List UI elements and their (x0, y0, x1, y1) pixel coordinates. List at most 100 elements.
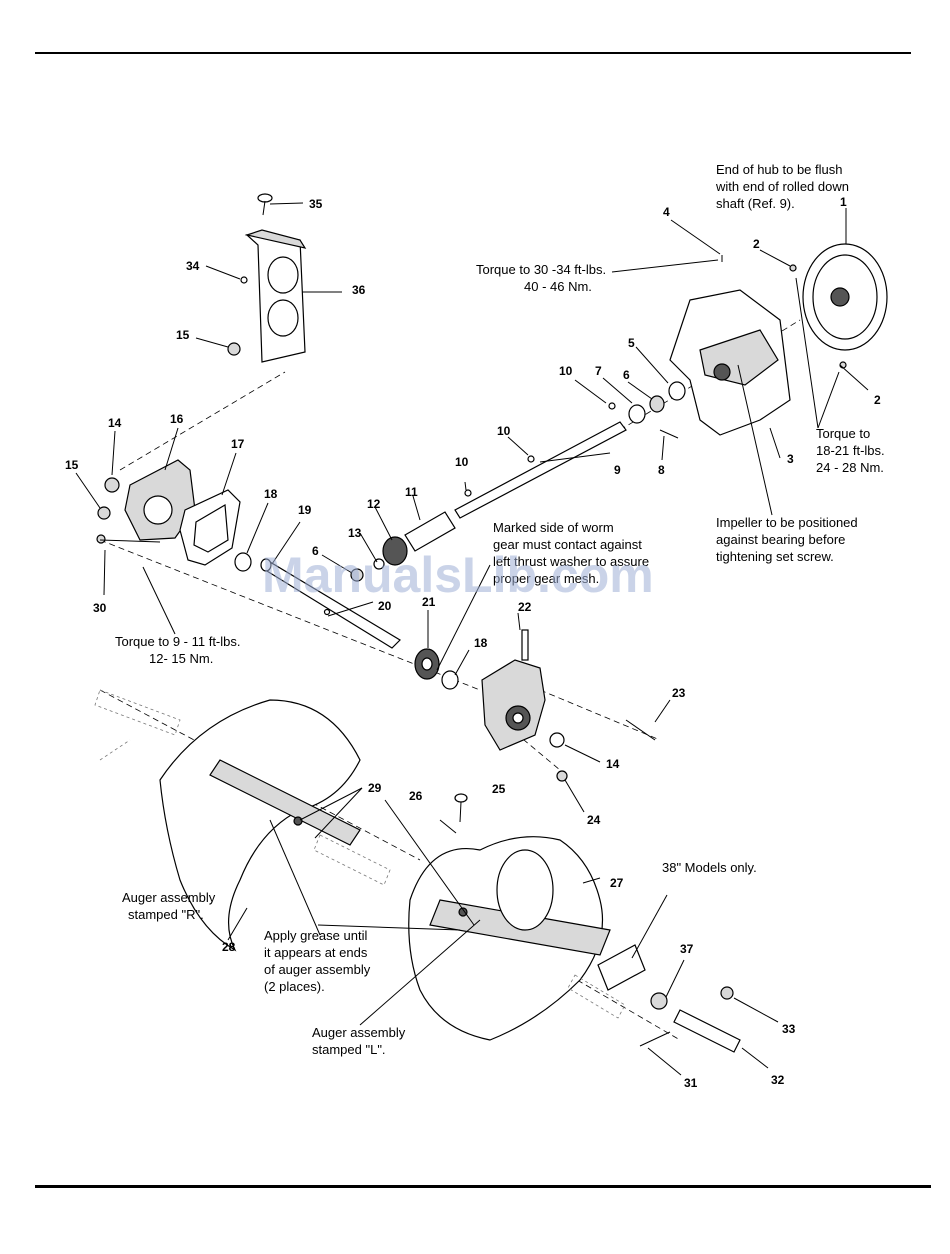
note-worm-gear-line-3: left thrust washer to assure (493, 554, 649, 569)
note-torque-18-line-3: 24 - 28 Nm. (816, 460, 884, 475)
part-10-key-middle (527, 455, 535, 463)
ref-33: 33 (782, 1022, 796, 1036)
ref-36: 36 (352, 283, 366, 297)
ghost-shaft-right (567, 974, 626, 1019)
ref-20: 20 (378, 599, 392, 613)
note-auger-l: Auger assembly stamped "L". (312, 1025, 406, 1057)
note-torque-9-line-2: 12- 15 Nm. (149, 651, 213, 666)
part-34-washer (240, 276, 248, 284)
note-torque-30: Torque to 30 -34 ft-lbs. 40 - 46 Nm. (476, 262, 606, 294)
top-rule (35, 52, 911, 54)
note-torque-30-line-1: Torque to 30 -34 ft-lbs. (476, 262, 606, 277)
note-hub-flush-line-3: shaft (Ref. 9). (716, 196, 795, 211)
part-20-key (323, 608, 331, 616)
note-torque-18: Torque to 18-21 ft-lbs. 24 - 28 Nm. (816, 426, 885, 475)
ref-28: 28 (222, 940, 236, 954)
ref-13: 13 (348, 526, 362, 540)
note-impeller-line-2: against bearing before (716, 532, 845, 547)
ref-34: 34 (186, 259, 200, 273)
part-24-bolt (556, 770, 568, 782)
ref-18-right: 18 (474, 636, 488, 650)
note-auger-r-line-1: Auger assembly (122, 890, 216, 905)
part-37-bearing (650, 992, 668, 1010)
part-15-nut-upper (227, 342, 241, 356)
ref-14-lower: 14 (606, 757, 620, 771)
part-31-bolt (639, 1031, 671, 1047)
note-grease: Apply grease until it appears at ends of… (264, 928, 371, 994)
note-impeller-line-3: tightening set screw. (716, 549, 834, 564)
ref-22: 22 (518, 600, 532, 614)
part-29-pin-right (293, 816, 303, 826)
ref-15-upper: 15 (176, 328, 190, 342)
ref-19: 19 (298, 503, 312, 517)
note-hub-flush: End of hub to be flush with end of rolle… (715, 162, 849, 211)
part-33-nut (720, 986, 734, 1000)
ref-18-left: 18 (264, 487, 278, 501)
note-grease-line-1: Apply grease until (264, 928, 367, 943)
note-impeller: Impeller to be positioned against bearin… (716, 515, 858, 564)
part-23-bolt (625, 719, 656, 741)
note-worm-gear-line-2: gear must contact against (493, 537, 642, 552)
part-6-bearing-upper (649, 395, 665, 413)
part-10-key-lower (464, 489, 472, 497)
reference-leaders (75, 202, 869, 1076)
note-torque-18-line-2: 18-21 ft-lbs. (816, 443, 885, 458)
note-auger-r-line-2: stamped "R". (128, 907, 204, 922)
note-torque-30-line-2: 40 - 46 Nm. (524, 279, 592, 294)
ref-15-left: 15 (65, 458, 79, 472)
part-17-gasket (179, 489, 241, 566)
note-worm-gear-line-4: proper gear mesh. (493, 571, 599, 586)
part-18-thrust-washer-left (234, 552, 252, 572)
part-1-pulley (802, 243, 888, 351)
part-15-nut-lower (97, 506, 111, 520)
note-hub-flush-line-1: End of hub to be flush (716, 162, 842, 177)
part-29-pin-left (458, 907, 468, 917)
part-2-set-screw-upper (789, 264, 797, 272)
ref-14-upper: 14 (108, 416, 122, 430)
ref-11: 11 (405, 485, 418, 499)
ref-10-upper: 10 (559, 364, 573, 378)
part-25-clevis-pin (454, 793, 468, 823)
ref-5: 5 (628, 336, 635, 350)
part-30-fitting (96, 534, 106, 544)
ref-35: 35 (309, 197, 323, 211)
note-auger-l-line-2: stamped "L". (312, 1042, 386, 1057)
bottom-rule (35, 1185, 931, 1188)
note-grease-line-2: it appears at ends (264, 945, 368, 960)
note-worm-gear: Marked side of worm gear must contact ag… (493, 520, 649, 586)
note-grease-line-4: (2 places). (264, 979, 325, 994)
reference-numbers: 1 2 2 3 4 5 6 7 8 9 10 10 10 11 12 13 6 … (65, 195, 881, 1090)
note-hub-flush-line-2: with end of rolled down (715, 179, 849, 194)
ref-10-lower: 10 (455, 455, 469, 469)
ref-8: 8 (658, 463, 665, 477)
ref-32: 32 (771, 1073, 785, 1087)
part-27-auger-left (408, 836, 611, 1041)
part-12-worm (382, 536, 408, 566)
ref-25: 25 (492, 782, 506, 796)
part-35-screw (257, 193, 273, 216)
ref-30: 30 (93, 601, 107, 615)
part-14-bearing-lower (549, 732, 565, 748)
ref-24: 24 (587, 813, 601, 827)
ref-31: 31 (684, 1076, 698, 1090)
note-torque-9: Torque to 9 - 11 ft-lbs. 12- 15 Nm. (115, 634, 241, 666)
note-worm-gear-line-1: Marked side of worm (493, 520, 614, 535)
part-21-worm-gear (414, 648, 440, 680)
part-19-auger-shaft (260, 558, 401, 649)
ref-3: 3 (787, 452, 794, 466)
part-7-bearing (628, 404, 646, 424)
part-14-bearing-upper (104, 477, 120, 493)
ref-37: 37 (680, 942, 694, 956)
ref-7: 7 (595, 364, 602, 378)
part-6-bearing-lower (350, 568, 364, 582)
part-9-worm-shaft (454, 421, 627, 519)
ref-2-lower: 2 (874, 393, 881, 407)
ref-6-upper: 6 (623, 368, 630, 382)
part-36-bracket (244, 229, 307, 363)
ref-6-lower: 6 (312, 544, 319, 558)
ref-17: 17 (231, 437, 245, 451)
part-22-gearbox-half (481, 629, 546, 751)
ref-12: 12 (367, 497, 381, 511)
ref-27: 27 (610, 876, 624, 890)
note-impeller-line-1: Impeller to be positioned (716, 515, 858, 530)
